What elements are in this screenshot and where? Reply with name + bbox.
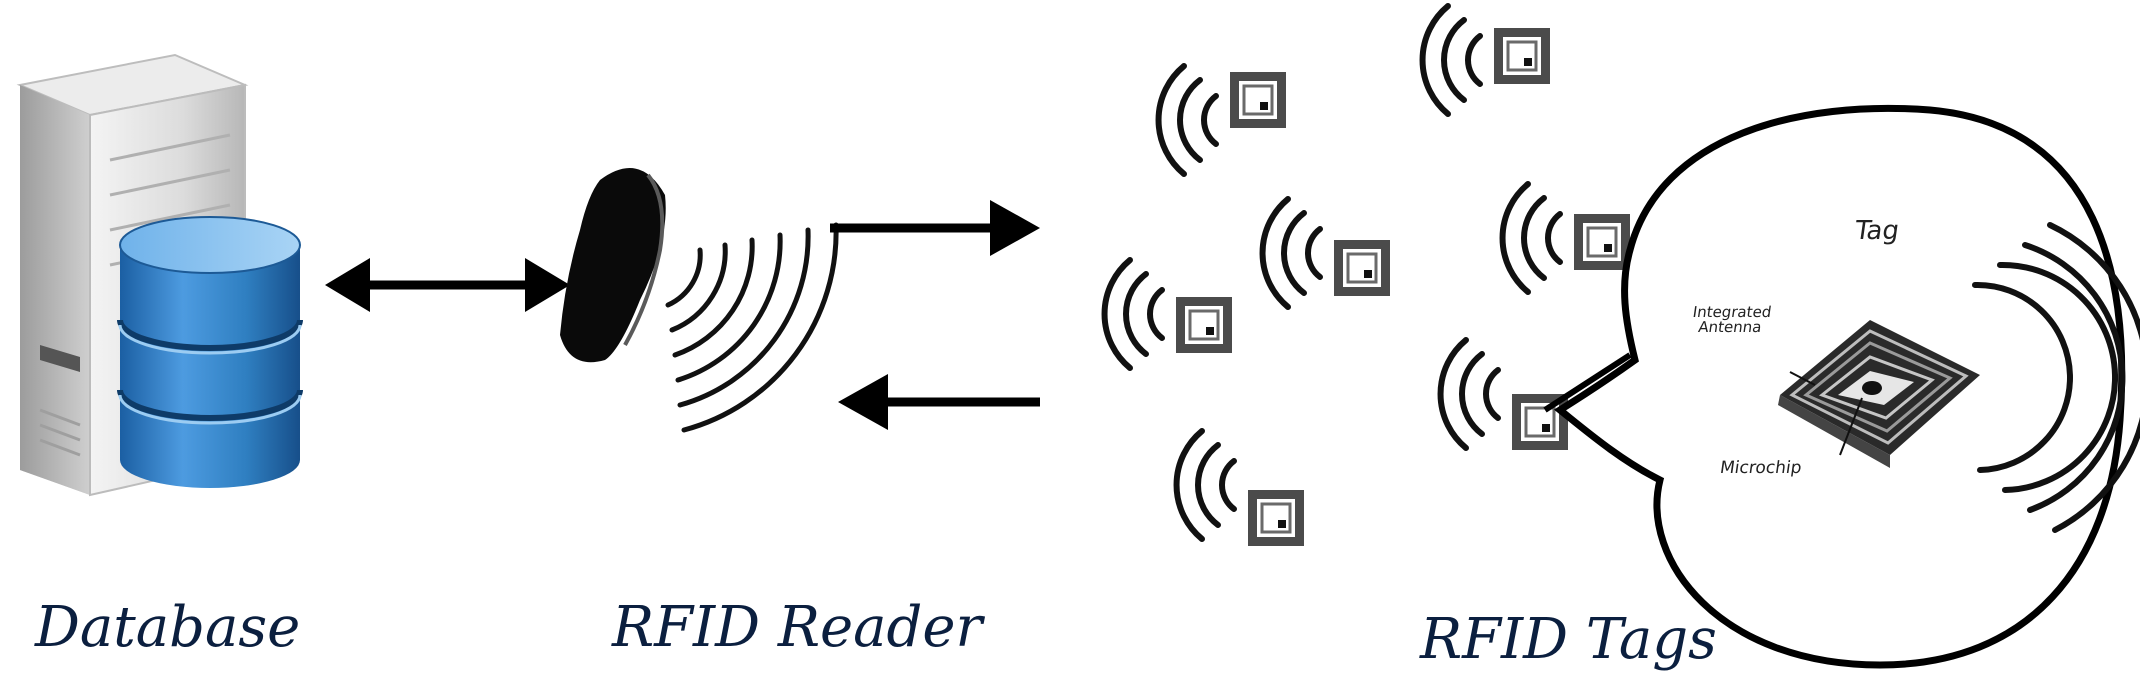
- rfid-tag-icon: [1105, 6, 1632, 548]
- zoom-title: Tag: [1852, 216, 1902, 246]
- zoomed-tag-icon: [1778, 320, 1980, 468]
- double-arrow-icon: [325, 258, 570, 312]
- database-label: Database: [35, 595, 301, 660]
- rfid-reader-label: RFID Reader: [612, 595, 983, 660]
- radio-wave-icon: [665, 222, 839, 433]
- microchip-label: Microchip: [1718, 458, 1803, 478]
- radio-wave-icon: [1972, 222, 2140, 533]
- rfid-tags-label: RFID Tags: [1420, 607, 1717, 672]
- arrow-left-icon: [838, 374, 1040, 430]
- arrow-right-icon: [830, 200, 1040, 256]
- database-cylinder-icon: [117, 216, 303, 488]
- antenna-label: Integrated Antenna: [1691, 303, 1773, 336]
- rfid-reader-icon: [560, 168, 666, 363]
